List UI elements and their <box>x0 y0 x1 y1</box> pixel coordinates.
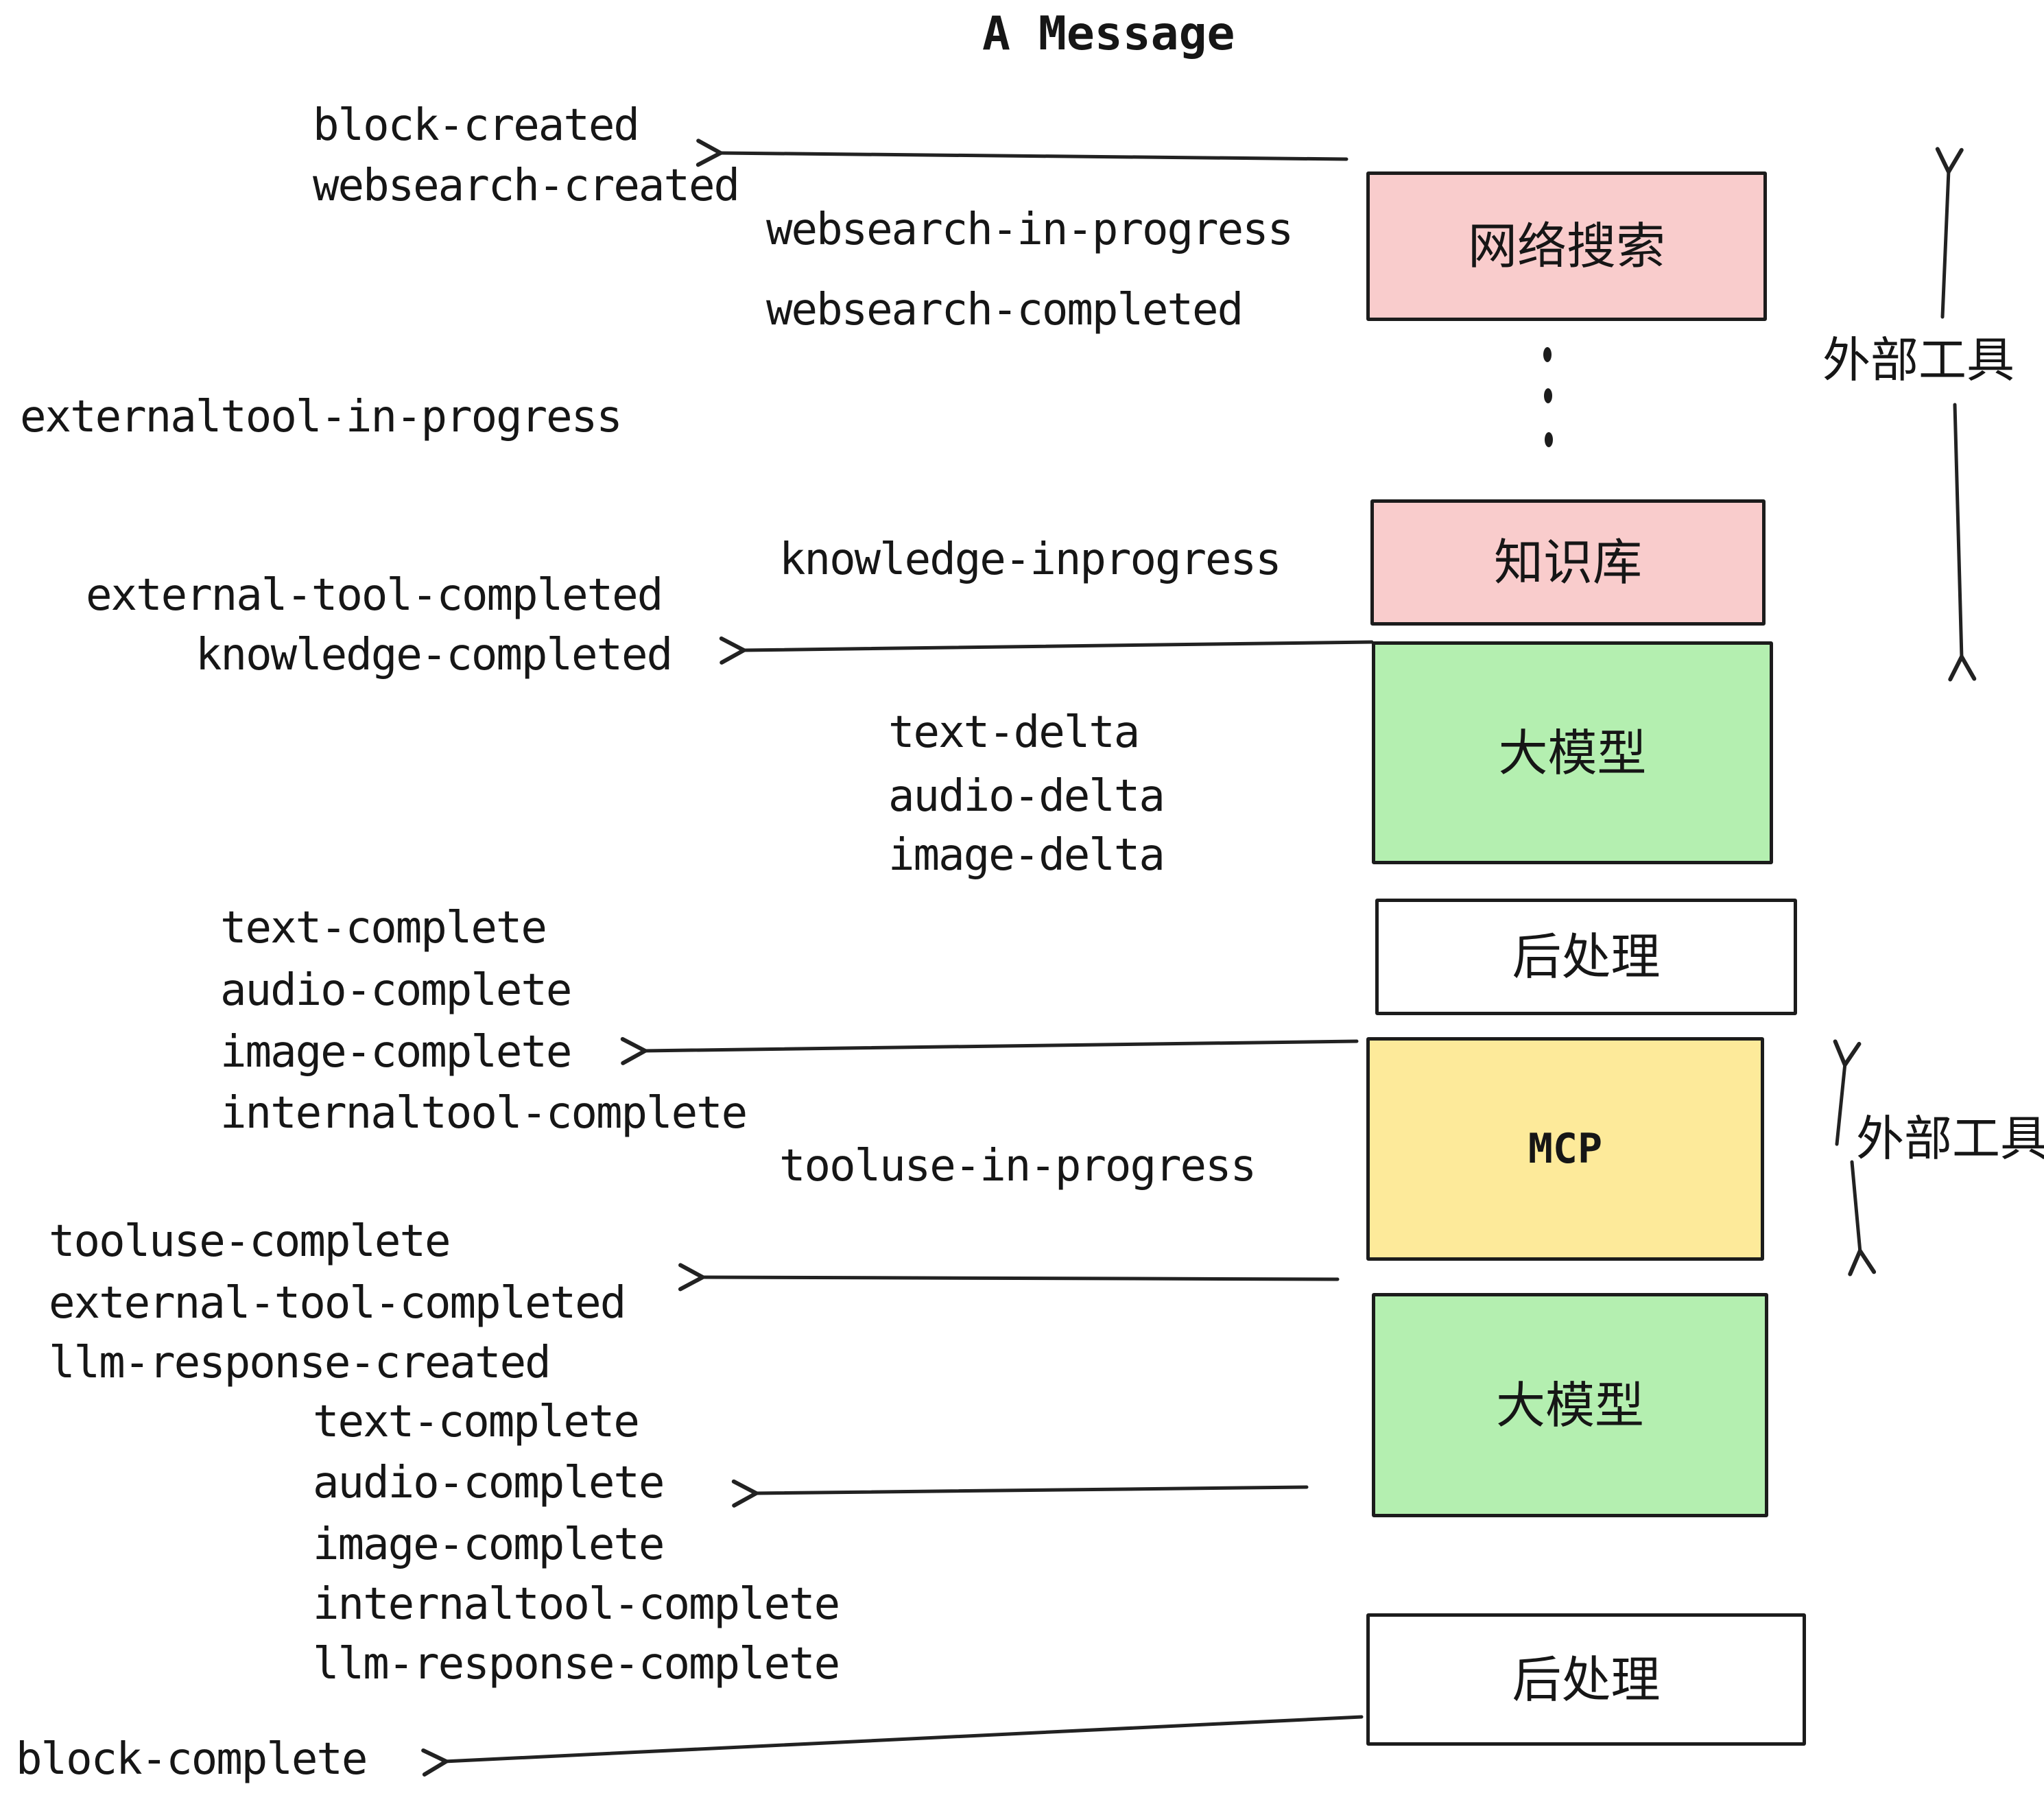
event-label-tooluse-complete: tooluse-complete <box>49 1216 451 1267</box>
box-llm-1: 大模型 <box>1372 641 1773 864</box>
box-postprocess-1-label: 后处理 <box>1512 928 1661 986</box>
event-label-knowledge-completed: knowledge-completed <box>195 630 673 680</box>
arrow-to-tooluse-complete <box>678 1263 1340 1292</box>
event-label-websearch-completed: websearch-completed <box>766 285 1244 335</box>
event-label-audio-complete-1: audio-complete <box>220 965 572 1016</box>
box-llm-2-label: 大模型 <box>1495 1376 1644 1434</box>
arrow-to-block-complete <box>421 1715 1364 1777</box>
box-llm-2: 大模型 <box>1372 1293 1768 1517</box>
external-tools-2-up-arrow <box>1833 1039 1862 1146</box>
event-label-external-tool-completed-1: external-tool-completed <box>86 570 663 621</box>
external-tools-1-down-arrow <box>1948 403 1977 682</box>
box-websearch: 网络搜索 <box>1366 171 1767 321</box>
diagram-title: A Message <box>982 7 1235 61</box>
event-label-websearch-created: websearch-created <box>313 161 740 211</box>
vertical-ellipsis-dots <box>1543 347 1553 447</box>
event-label-text-complete-1: text-complete <box>220 903 547 953</box>
event-label-text-complete-2: text-complete <box>313 1397 640 1447</box>
event-label-llm-response-complete: llm-response-complete <box>313 1639 840 1689</box>
event-label-block-complete: block-complete <box>16 1734 368 1785</box>
event-label-tooluse-in-progress: tooluse-in-progress <box>779 1141 1257 1191</box>
event-label-text-delta-1: text-delta <box>888 707 1140 758</box>
box-mcp: MCP <box>1366 1037 1764 1261</box>
box-llm-1-label: 大模型 <box>1498 724 1647 782</box>
event-label-knowledge-inprogress: knowledge-inprogress <box>779 534 1282 585</box>
box-knowledge-base: 知识库 <box>1370 499 1766 626</box>
event-label-block-created: block-created <box>313 100 640 151</box>
external-tools-2-down-arrow <box>1848 1160 1877 1277</box>
event-label-websearch-in-progress: websearch-in-progress <box>766 204 1294 255</box>
box-postprocess-1: 后处理 <box>1375 899 1797 1015</box>
event-label-llm-response-created: llm-response-created <box>49 1338 551 1388</box>
event-label-externaltool-in-progress: externaltool-in-progress <box>20 392 623 442</box>
arrow-to-block-created <box>696 139 1348 167</box>
arrow-to-knowledge-completed <box>719 636 1374 665</box>
box-knowledge-base-label: 知识库 <box>1493 534 1642 591</box>
event-label-audio-complete-2: audio-complete <box>313 1458 665 1508</box>
box-postprocess-2: 后处理 <box>1366 1613 1806 1746</box>
box-websearch-label: 网络搜索 <box>1467 217 1665 275</box>
external-tools-annotation-1: 外部工具 <box>1822 332 2015 388</box>
event-label-internaltool-complete-1: internaltool-complete <box>220 1088 748 1139</box>
event-label-image-complete-1: image-complete <box>220 1027 572 1078</box>
event-label-internaltool-complete-2: internaltool-complete <box>313 1579 840 1630</box>
arrow-to-image-complete <box>620 1036 1359 1065</box>
event-label-external-tool-completed-2: external-tool-completed <box>49 1278 626 1329</box>
event-label-image-complete-2: image-complete <box>313 1519 665 1570</box>
external-tools-annotation-2: 外部工具 <box>1856 1111 2044 1167</box>
event-label-audio-delta-1: audio-delta <box>888 771 1165 822</box>
box-postprocess-2-label: 后处理 <box>1512 1650 1661 1709</box>
event-label-image-delta-1: image-delta <box>888 830 1165 881</box>
arrow-to-audio-complete <box>731 1479 1309 1508</box>
box-mcp-label: MCP <box>1528 1125 1603 1173</box>
external-tools-1-up-arrow <box>1935 147 1964 319</box>
